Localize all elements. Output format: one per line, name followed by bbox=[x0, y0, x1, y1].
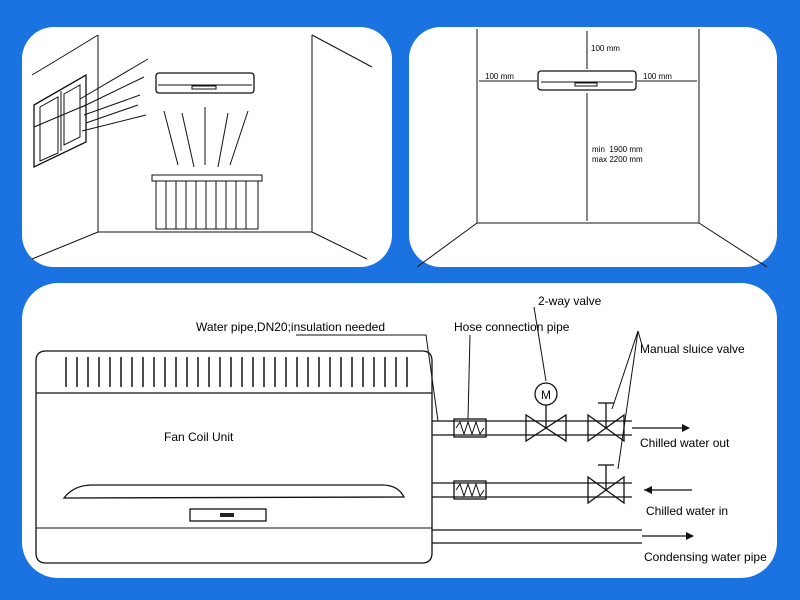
radiator bbox=[151, 174, 263, 230]
window bbox=[33, 73, 87, 169]
height-max-label: max 2200 mm bbox=[592, 155, 643, 164]
two-way-valve: M bbox=[525, 382, 567, 443]
airflow-lines-window bbox=[79, 58, 149, 132]
condensing-water-pipe bbox=[432, 529, 694, 544]
height-min-label: min 1900 mm bbox=[592, 145, 643, 154]
room-illustration-panel bbox=[22, 27, 392, 267]
right-clearance-label: 100 mm bbox=[643, 72, 672, 81]
condensing-arrow-icon bbox=[686, 532, 694, 540]
floor-right-edge bbox=[698, 222, 768, 268]
two-way-valve-label: 2-way valve bbox=[538, 294, 602, 308]
floor-right-edge bbox=[311, 231, 368, 260]
chilled-water-out-pipe bbox=[432, 420, 690, 436]
hose-connection-label: Hose connection pipe bbox=[454, 320, 570, 334]
hose-connection-top bbox=[453, 418, 487, 438]
manual-sluice-valve-bottom bbox=[587, 464, 625, 505]
piping-panel: Fan Coil Unit M bbox=[22, 283, 777, 578]
water-pipe-label: Water pipe,DN20;insulation needed bbox=[196, 320, 385, 334]
chilled-water-in-pipe bbox=[432, 482, 692, 498]
manual-sluice-valve-top bbox=[587, 402, 625, 443]
hose-connection-bottom bbox=[453, 480, 487, 500]
dimensions-drawing: 100 mm 100 mm 100 mm min 1900 mm max 220… bbox=[416, 29, 768, 268]
ceiling-left-edge bbox=[61, 34, 99, 58]
condensing-water-label: Condensing water pipe bbox=[644, 550, 767, 564]
valve-actuator-symbol: M bbox=[541, 388, 551, 402]
ceiling-right-edge bbox=[311, 34, 373, 68]
chilled-in-arrow-icon bbox=[644, 486, 652, 494]
wall-air-conditioner bbox=[155, 72, 255, 94]
room-illustration bbox=[31, 34, 373, 260]
air-grille bbox=[65, 357, 408, 387]
valve-actuator-icon bbox=[534, 382, 558, 406]
control-panel-display-icon bbox=[220, 513, 234, 517]
back-wall-outline bbox=[97, 35, 313, 233]
top-clearance-label: 100 mm bbox=[591, 44, 620, 53]
manual-sluice-valve-label: Manual sluice valve bbox=[640, 342, 745, 356]
left-clearance-label: 100 mm bbox=[485, 72, 514, 81]
leader-lines bbox=[296, 306, 643, 470]
ceiling-left-edge-ext bbox=[31, 56, 63, 76]
chilled-water-out-label: Chilled water out bbox=[640, 436, 730, 450]
control-panel bbox=[189, 508, 267, 522]
fan-coil-unit-label: Fan Coil Unit bbox=[164, 430, 234, 444]
fan-coil-unit: Fan Coil Unit bbox=[35, 350, 433, 564]
air-outlet-slot bbox=[62, 484, 406, 499]
chilled-out-arrow-icon bbox=[682, 424, 690, 432]
floor-left-edge bbox=[31, 231, 99, 260]
dimensions-panel: 100 mm 100 mm 100 mm min 1900 mm max 220… bbox=[409, 27, 777, 268]
floor-left-edge bbox=[416, 222, 478, 268]
wall-outline bbox=[476, 29, 700, 224]
piping-diagram: Fan Coil Unit M bbox=[35, 294, 767, 564]
chilled-water-in-label: Chilled water in bbox=[646, 504, 728, 518]
indoor-unit bbox=[537, 70, 637, 91]
airflow-lines-down bbox=[163, 107, 249, 168]
